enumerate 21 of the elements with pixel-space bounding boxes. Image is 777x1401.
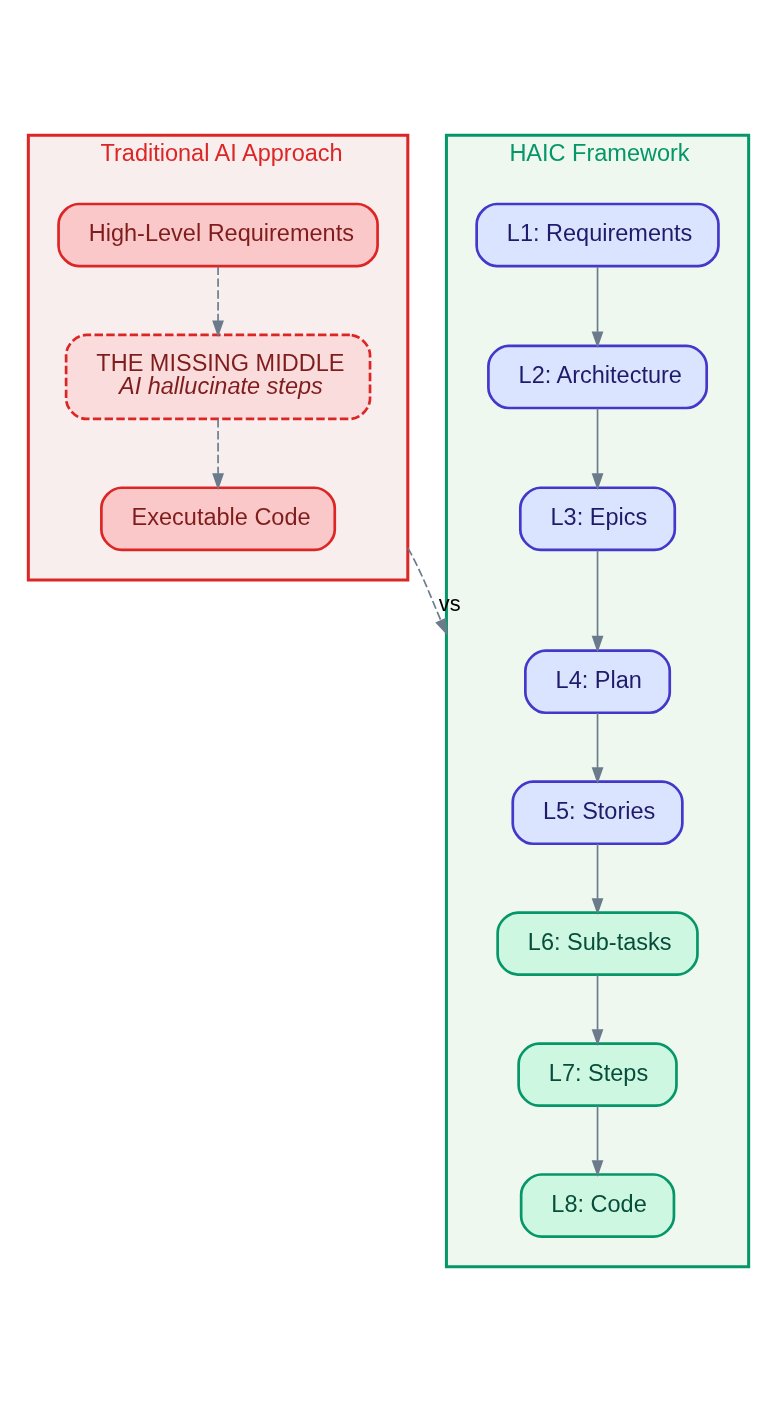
node-box: Executable Code [100, 485, 337, 551]
arrow [212, 418, 224, 490]
node-box: L1: Requirements [475, 202, 720, 267]
arrow [591, 549, 604, 653]
node-box: L3: Epics [518, 485, 677, 551]
arrow [212, 265, 224, 337]
node-box: L7: Steps [517, 1041, 678, 1107]
arrow [591, 711, 604, 784]
arrow [591, 265, 604, 348]
arrow [591, 1104, 604, 1177]
node-box: L5: Stories [511, 779, 684, 845]
node-box: L2: Architecture [487, 344, 709, 409]
arrow [591, 407, 604, 490]
arrow [591, 973, 604, 1046]
node-box: L6: Sub-tasks [496, 910, 699, 976]
arrow [406, 546, 448, 635]
node-box: High-Level Requirements [57, 202, 379, 267]
arrow [591, 842, 604, 915]
node-box: L8: Code [519, 1172, 676, 1238]
node-box: L4: Plan [524, 648, 672, 714]
node-box: THE MISSING MIDDLE AI hallucinate steps [64, 333, 372, 420]
